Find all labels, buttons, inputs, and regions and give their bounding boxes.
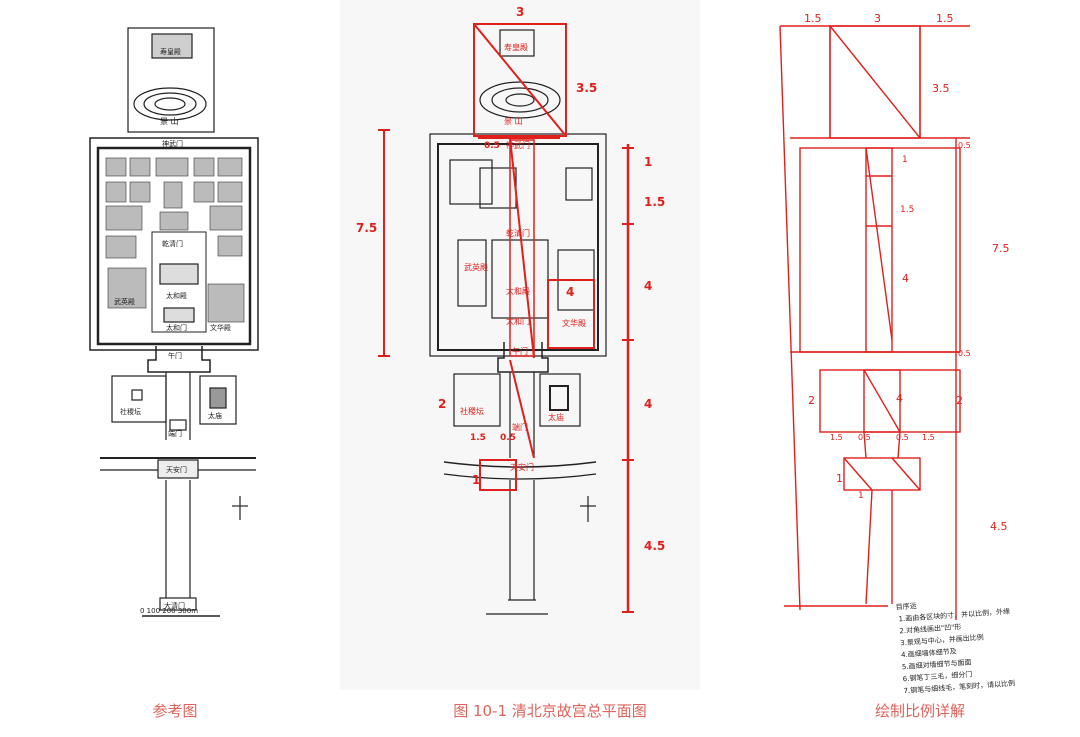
label-sheji-altar: 社稷坛 [120, 407, 141, 416]
ratio-dim-bot-d: 1.5 [922, 433, 935, 442]
label-wu-gate: 午门 [168, 351, 182, 360]
notes-line-4: 4.画细墙体细节及 [901, 646, 957, 659]
caption-figure: 图 10-1 清北京故宫总平面图 [453, 702, 647, 720]
sketch-dim-jingshan: 3.5 [576, 81, 597, 95]
ratio-dim-mid4: 4 [896, 392, 903, 405]
ratio-dim-tian1b: 1 [858, 491, 864, 501]
label-taihe-hall: 太和殿 [166, 291, 187, 300]
caption-ratio-detail: 绘制比例详解 [874, 702, 965, 720]
ratio-dim-palace: 7.5 [992, 242, 1010, 255]
label-taimiao: 太庙 [208, 411, 222, 420]
palace-outer-wall [89, 137, 259, 351]
sketch-dim-r4: 4 [644, 397, 652, 411]
ratio-dim-inner4: 4 [902, 272, 909, 285]
sketch-dim-top: 3 [516, 5, 524, 19]
label-qianqing-gate: 乾清门 [162, 239, 183, 248]
taimiao-block [199, 375, 237, 425]
ratio-dim-bot-b: 0.5 [858, 433, 871, 442]
sketch-label-shenwu: 神武门 [506, 140, 530, 150]
sketch-label-sheji: 社稷坛 [460, 406, 484, 416]
notes-line-5: 5.画细对墙细节与面面 [902, 657, 972, 671]
ratio-dim-bot-c: 0.5 [896, 433, 909, 442]
sketch-dim-bottom05: 0.5 [500, 433, 516, 443]
sketch-dim-r3: 4 [644, 279, 652, 293]
sketch-dim-r1: 1 [644, 155, 652, 169]
sketch-dim-bottom15: 1.5 [470, 433, 486, 443]
sketch-label-taimiao: 太庙 [548, 412, 564, 422]
sketch-label-jingshan: 景 山 [504, 116, 523, 126]
sketch-label-wu-gate: 午门 [512, 346, 528, 356]
sketch-dim-tian1: 1 [472, 473, 480, 487]
sketch-label-wuying: 武英殿 [464, 262, 488, 272]
sketch-label-duan: 端门 [512, 422, 528, 432]
sketch-label-wenhua: 文华殿 [562, 318, 586, 328]
label-duan-gate: 端门 [168, 429, 182, 438]
label-wenhua-hall: 文华殿 [210, 323, 231, 332]
sketch-label-taihe-gate: 太和门 [506, 316, 530, 326]
ratio-dim-inner1: 1 [902, 155, 908, 165]
notes-line-2: 2.对角线画出"凹"形 [899, 622, 962, 635]
label-shoubao-hall: 寿皇殿 [160, 47, 181, 56]
ratio-dim-jingshan: 3.5 [932, 82, 950, 95]
ratio-dim-top-right: 1.5 [936, 12, 954, 25]
ratio-dim-tian1: 1 [836, 472, 843, 485]
label-wuying-hall: 武英殿 [114, 297, 135, 306]
notes-line-3: 3.景观与中心，并画出比例 [900, 632, 984, 647]
ratio-dim-top-mid: 3 [874, 12, 881, 25]
sketch-dim-inner4: 4 [566, 285, 574, 299]
caption-reference: 参考图 [152, 702, 198, 720]
sketch-label-qianqing: 乾清门 [506, 228, 530, 238]
sketch-panel: 3 3.5 7.5 0.5 1 1.5 4 4 4.5 4 2 1.5 0.5 … [340, 0, 700, 690]
ratio-dim-bottom05: 0.5 [958, 349, 971, 358]
ratio-dim-inner15: 1.5 [900, 205, 914, 215]
scale-bar-label: 0 100 200 300m [140, 607, 198, 615]
label-jingshan: 景 山 [160, 116, 179, 126]
sketch-label-taihe-hall: 太和殿 [506, 286, 530, 296]
jingshan-block [127, 27, 215, 133]
label-taihe-gate: 太和门 [166, 323, 187, 332]
notes-line-0: 目序运 [895, 601, 917, 611]
sketch-label-shoubao: 寿皇殿 [504, 42, 528, 52]
ratio-dim-road: 4.5 [990, 520, 1008, 533]
sketch-label-tianan: 天安门 [510, 462, 534, 472]
ratio-detail-drawing: 1.5 3 1.5 3.5 7.5 0.5 1 1.5 4 2 2 4 1.5 … [779, 12, 1015, 695]
notes-line-6: 6.钢笔丁三毛，细分门 [902, 669, 972, 683]
ratio-dim-top-left: 1.5 [804, 12, 822, 25]
ratio-dim-corner: 0.5 [958, 141, 971, 150]
sketch-dim-left: 7.5 [356, 221, 377, 235]
sketch-dim-r5: 4.5 [644, 539, 665, 553]
sketch-dim-r2: 1.5 [644, 195, 665, 209]
reference-map-drawing: 寿皇殿 景 山 神武门 乾清门 太和殿 太和门 文华殿 武英殿 午门 社稷坛 太… [89, 27, 259, 617]
label-tianan-gate: 天安门 [166, 465, 187, 474]
sketch-drawing: 3 3.5 7.5 0.5 1 1.5 4 4 4.5 4 2 1.5 0.5 … [356, 5, 665, 615]
ratio-dim-side-right: 2 [956, 394, 963, 407]
ratio-dim-side-left: 2 [808, 394, 815, 407]
sketch-dim-gap: 0.5 [484, 141, 500, 151]
ratio-dim-bot-a: 1.5 [830, 433, 843, 442]
sketch-dim-side2: 2 [438, 397, 446, 411]
label-daqing-gate: 大清门 [164, 601, 185, 610]
reference-map-panel: 寿皇殿 景 山 神武门 乾清门 太和殿 太和门 文华殿 武英殿 午门 社稷坛 太… [60, 0, 290, 690]
ratio-detail-panel: 1.5 3 1.5 3.5 7.5 0.5 1 1.5 4 2 2 4 1.5 … [760, 0, 1060, 695]
label-shenwu-gate: 神武门 [162, 139, 183, 148]
